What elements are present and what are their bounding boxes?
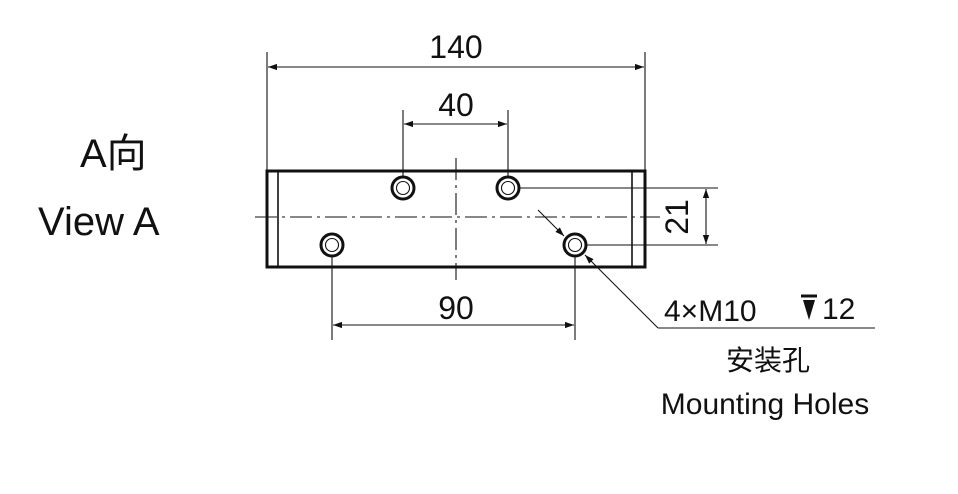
mounting-hole-2 xyxy=(495,175,521,201)
mounting-holes-leader xyxy=(537,209,875,329)
depth-symbol-icon xyxy=(801,294,817,320)
mounting-holes-label-en: Mounting Holes xyxy=(661,388,869,421)
mounting-hole-1 xyxy=(390,175,416,201)
view-label-en: View A xyxy=(38,200,160,244)
mounting-hole-4 xyxy=(562,232,588,258)
dimension-row-offset: 21 xyxy=(520,187,718,246)
dimension-bottom-hole-spacing: 90 xyxy=(331,257,576,340)
mounting-holes-label-cn: 安装孔 xyxy=(726,345,810,376)
depth-value-text: 12 xyxy=(822,293,855,326)
dimension-text-row-offset: 21 xyxy=(659,199,695,235)
dimension-overall-length: 140 xyxy=(266,29,646,170)
dimension-text-top-hole-spacing: 40 xyxy=(438,87,474,123)
dimension-top-hole-spacing: 40 xyxy=(402,87,509,176)
mounting-hole-3 xyxy=(319,232,345,258)
thread-spec-text: 4×M10 xyxy=(664,295,757,328)
dimension-text-bottom-hole-spacing: 90 xyxy=(438,290,474,326)
view-label-cn: A向 xyxy=(80,132,147,176)
dimension-text-overall-length: 140 xyxy=(429,29,482,65)
